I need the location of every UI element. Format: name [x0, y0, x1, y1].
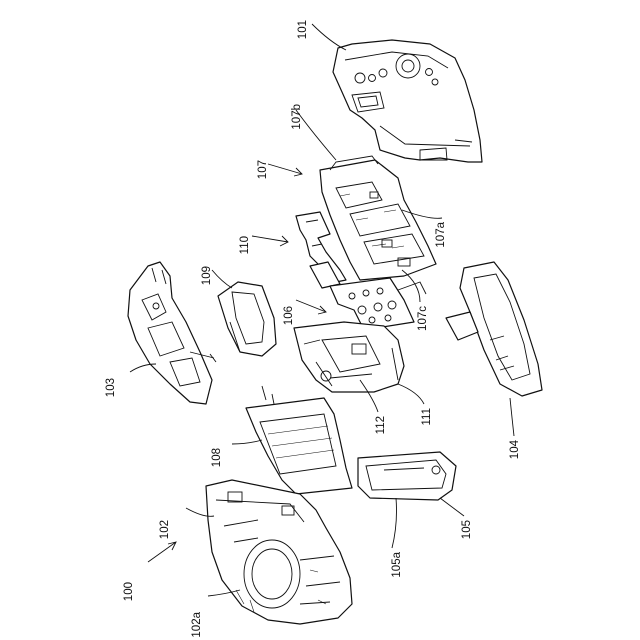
leader-111: [398, 384, 424, 404]
eyecup-part: [218, 282, 276, 356]
leader-105: [440, 498, 464, 516]
battery-box-part: [358, 452, 456, 500]
label-105a: 105a: [391, 551, 403, 577]
label-102a: 102a: [191, 611, 203, 637]
main-board-part: [320, 156, 436, 280]
leader-101: [312, 24, 346, 50]
label-107c: 107c: [417, 306, 429, 331]
label-101: 101: [297, 20, 309, 39]
label-107b: 107b: [291, 104, 303, 130]
label-102: 102: [159, 520, 171, 539]
leader-106: [296, 300, 326, 314]
front-body-part: [206, 480, 352, 624]
label-108: 108: [211, 448, 223, 467]
label-110: 110: [239, 236, 251, 254]
leader-100: [148, 542, 176, 562]
side-cover-part: [446, 262, 542, 396]
label-100: 100: [123, 582, 135, 601]
label-106: 106: [283, 306, 295, 325]
mount-unit-part: [294, 322, 404, 392]
leader-110: [252, 236, 288, 246]
label-105: 105: [461, 520, 473, 539]
label-112: 112: [375, 416, 387, 434]
label-107: 107: [257, 160, 269, 179]
leader-105a: [392, 498, 397, 548]
leader-108: [232, 440, 262, 444]
label-111: 111: [421, 408, 433, 425]
rear-cover-part: [333, 40, 482, 162]
label-104: 104: [509, 439, 521, 459]
leader-107: [268, 164, 302, 176]
label-109: 109: [201, 266, 213, 285]
leader-109: [212, 270, 232, 288]
label-107a: 107a: [435, 221, 447, 247]
label-103: 103: [105, 378, 117, 397]
leader-104: [510, 398, 514, 436]
